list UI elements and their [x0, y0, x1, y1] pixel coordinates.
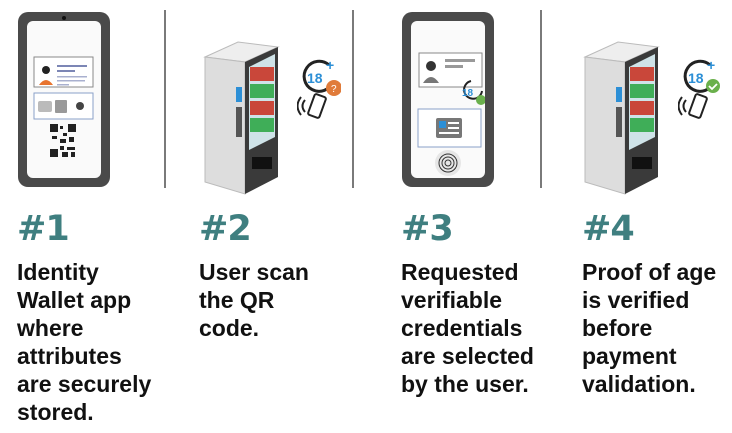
svg-text:+: + [707, 57, 715, 73]
divider-1 [164, 10, 166, 188]
text-line: code. [199, 315, 260, 341]
vending-machine-illustration-step4 [580, 12, 680, 197]
text-line: are securely [17, 371, 152, 397]
nfc-phone-icon-step4 [677, 92, 713, 122]
text-line: attributes [17, 343, 122, 369]
text-line: are selected [401, 343, 534, 369]
text-line: verifiable [401, 287, 502, 313]
step-1-number: #1 [17, 209, 70, 249]
text-line: payment [582, 343, 677, 369]
text-line: stored. [17, 399, 94, 425]
id-card-icon [33, 56, 94, 157]
text-line: where [17, 315, 84, 341]
age-label: 18 [307, 70, 323, 86]
credential-phone-illustration: 18 [402, 12, 494, 187]
text-line: User scan [199, 259, 309, 285]
step-2-number: #2 [199, 209, 252, 249]
text-line: before [582, 315, 653, 341]
svg-text:18: 18 [462, 88, 474, 99]
step-4-description: Proof of age is verified before payment … [582, 258, 716, 398]
text-line: Proof of age [582, 259, 717, 285]
text-line: Requested [401, 259, 519, 285]
text-line: by the user. [401, 371, 529, 397]
wallet-phone-illustration [18, 12, 110, 187]
step-4-number: #4 [582, 209, 635, 249]
text-line: the QR [199, 287, 275, 313]
text-line: credentials [401, 315, 523, 341]
age-verified-badge: 18 + [682, 57, 722, 97]
svg-text:+: + [326, 57, 334, 73]
svg-text:?: ? [331, 84, 337, 95]
text-line: is verified [582, 287, 690, 313]
divider-3 [540, 10, 542, 188]
svg-text:18: 18 [688, 70, 704, 86]
vending-machine-illustration-step2 [200, 12, 300, 197]
camera-dot [62, 16, 66, 20]
text-line: validation. [582, 371, 696, 397]
text-line: Identity [17, 259, 99, 285]
step-1-description: Identity Wallet app where attributes are… [17, 258, 151, 426]
divider-2 [352, 10, 354, 188]
step-3-description: Requested verifiable credentials are sel… [401, 258, 534, 398]
credential-card-icon: 18 [417, 52, 486, 176]
age-pending-badge: 18 + ? [301, 57, 342, 97]
step-2-description: User scan the QR code. [199, 258, 309, 342]
step-3-number: #3 [401, 209, 454, 249]
nfc-phone-icon-step2 [296, 92, 332, 122]
text-line: Wallet app [17, 287, 132, 313]
